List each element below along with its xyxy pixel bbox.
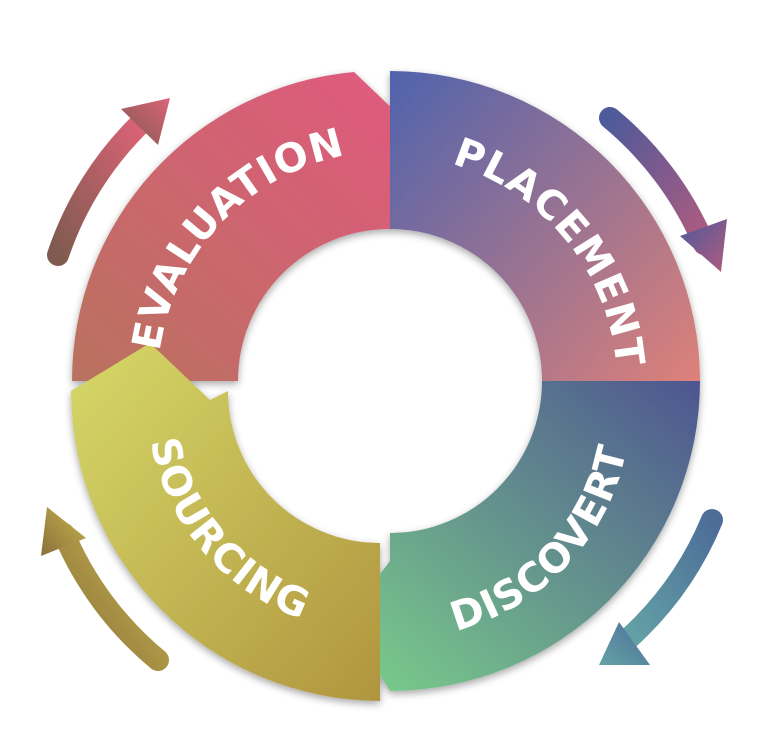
arrow-evaluation-icon [47, 110, 154, 266]
segment-discovert [345, 381, 700, 691]
segment-placement [390, 71, 700, 428]
arrow-discovert-icon [616, 509, 723, 651]
segment-sourcing [71, 343, 380, 701]
arrow-sourcing-icon [53, 523, 169, 671]
arrowhead-discovert-icon [599, 622, 650, 665]
arrow-placement-icon [599, 107, 715, 255]
segment-evaluation [71, 72, 421, 381]
arrowhead-evaluation-icon [121, 98, 170, 145]
arrowhead-placement-icon [680, 219, 727, 272]
arrowhead-sourcing-icon [41, 507, 86, 556]
